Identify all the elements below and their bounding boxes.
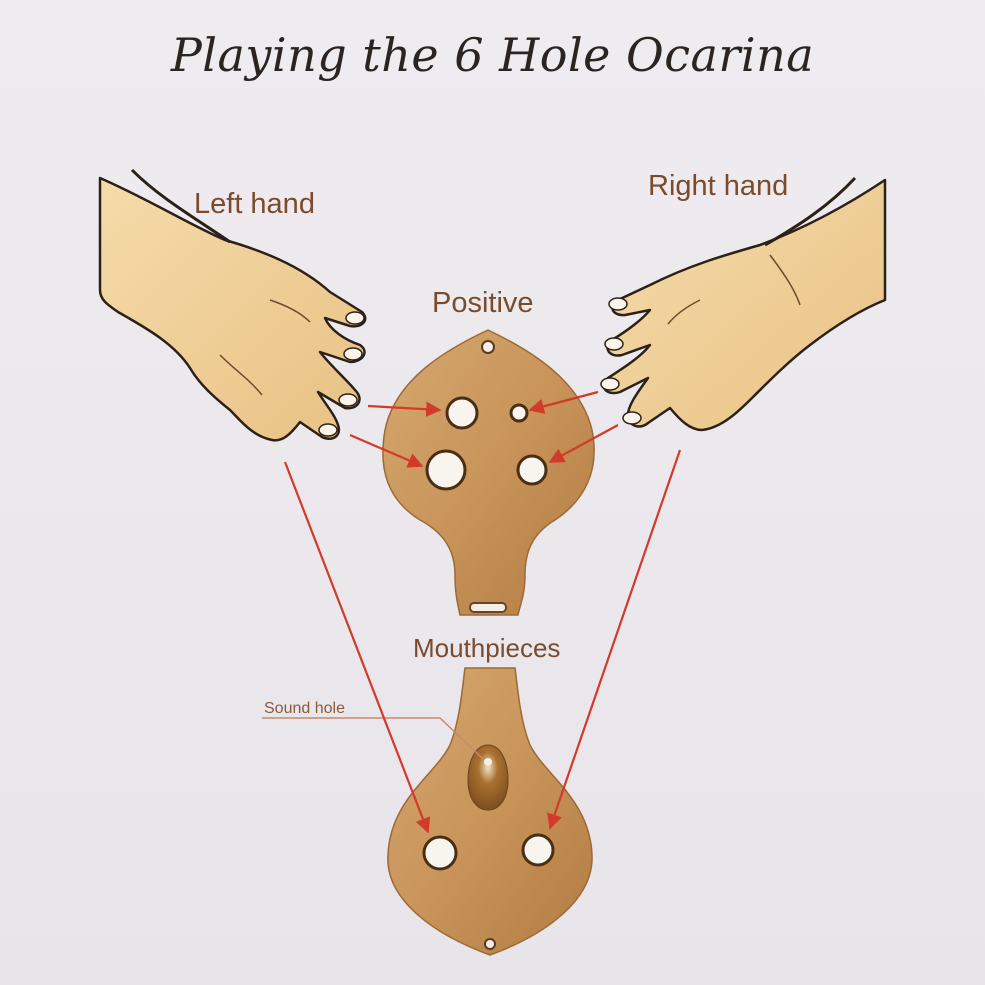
thumb-hole-right [521,833,555,867]
ocarina-back-body [387,667,593,956]
sound-hole-highlight [484,758,492,766]
left-fingernail [318,423,338,437]
right-fingernail [608,297,628,311]
positive-label: Positive [432,287,534,319]
ocarina-front-view [382,329,595,616]
right-hand-shape [602,178,887,432]
right-fingernail [604,337,624,351]
right-hand-illustration [600,176,887,432]
finger-hole-left-upper [445,396,479,430]
sound-hole-label: Sound hole [264,700,345,717]
sound-hole [467,744,509,811]
right-hand-label: Right hand [648,170,789,202]
left-knuckle-line [219,354,263,396]
right-wrist-line [764,176,857,247]
right-knuckle-line [667,299,701,325]
ocarina-back-view [387,667,593,956]
finger-hole-right-upper [509,403,529,423]
ocarina-front-body [382,329,595,616]
sound-hole-leader-line [262,717,483,759]
left-wrist-line [130,168,231,244]
left-hand-label: Left hand [194,188,315,220]
right-fingernail [600,377,620,391]
left-fingernail [338,393,358,407]
thumb-hole-left [422,835,458,871]
left-fingernail [345,311,365,325]
finger-hole-left-lower [425,449,467,491]
arrow-left-index [367,401,442,417]
mouthpiece-slot [469,602,507,613]
left-fingernail [343,347,363,361]
fingering-arrows [283,390,682,834]
arrow-left-middle [349,433,424,468]
hanging-hole-bottom [484,938,496,950]
left-knuckle-line [269,299,311,323]
arrow-right-thumb [547,449,682,830]
page-title: Playing the 6 Hole Ocarina [170,28,815,82]
arrow-left-thumb [283,461,431,834]
arrow-right-middle [548,424,619,463]
left-hand-shape [98,176,367,442]
left-hand-illustration [98,168,367,442]
finger-hole-right-lower [516,454,548,486]
arrow-right-index [528,390,599,414]
right-fingernail [622,411,642,425]
hanging-hole [481,340,495,354]
mouthpieces-label: Mouthpieces [413,633,561,663]
right-knuckle-line [769,254,801,306]
